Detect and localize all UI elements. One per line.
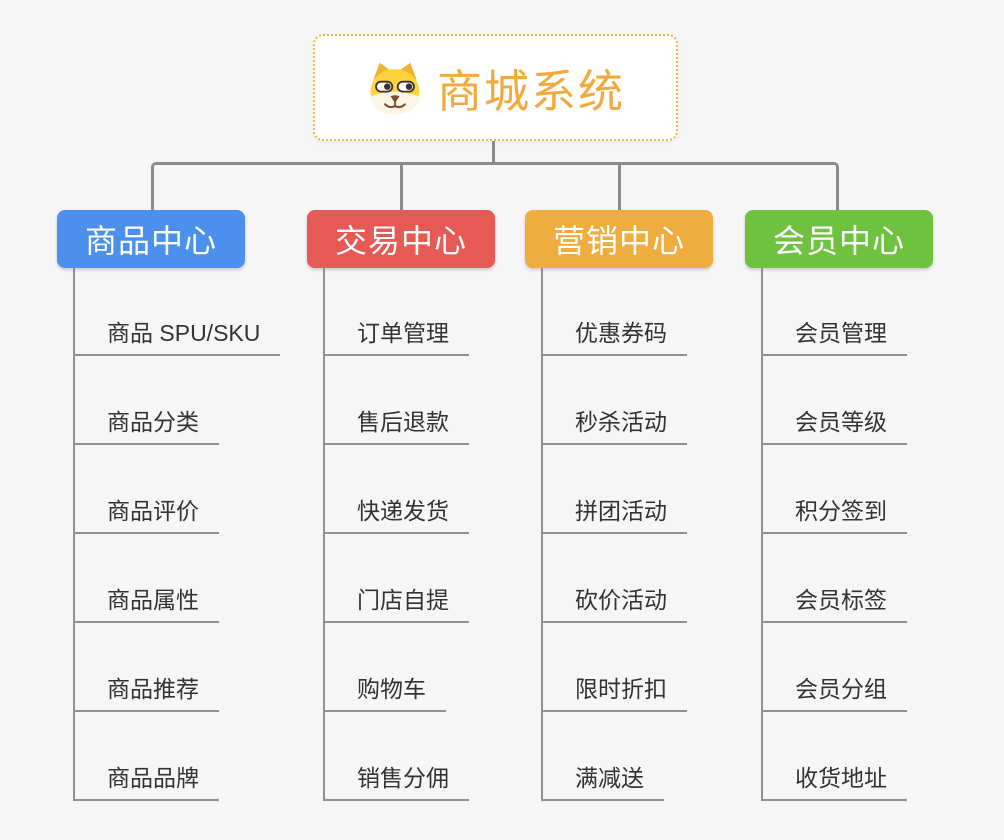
branch-connector-frame [151,162,839,210]
trunk-line-product-center [73,268,75,801]
root-title: 商城系统 [436,66,625,117]
leaf-node-member-center-5[interactable]: 收货地址 [761,759,907,801]
leaf-node-member-center-3[interactable]: 会员标签 [761,581,907,623]
leaf-node-product-center-4[interactable]: 商品推荐 [73,670,219,712]
leaf-node-trade-center-2[interactable]: 快递发货 [323,492,469,534]
leaf-node-member-center-4[interactable]: 会员分组 [761,670,907,712]
leaf-node-trade-center-1[interactable]: 售后退款 [323,403,469,445]
root-connector-line [492,141,495,163]
leaf-node-marketing-center-5[interactable]: 满减送 [541,759,664,801]
leaf-node-product-center-2[interactable]: 商品评价 [73,492,219,534]
trunk-line-trade-center [323,268,325,801]
branch-connector-drop [618,162,621,210]
root-node[interactable]: 商城系统 [313,34,678,141]
branch-header-member-center[interactable]: 会员中心 [745,210,933,268]
leaf-node-trade-center-3[interactable]: 门店自提 [323,581,469,623]
leaf-node-member-center-1[interactable]: 会员等级 [761,403,907,445]
leaf-node-marketing-center-0[interactable]: 优惠券码 [541,314,687,356]
leaf-node-product-center-0[interactable]: 商品 SPU/SKU [73,314,281,356]
leaf-node-member-center-0[interactable]: 会员管理 [761,314,907,356]
leaf-node-product-center-1[interactable]: 商品分类 [73,403,219,445]
leaf-node-trade-center-4[interactable]: 购物车 [323,670,446,712]
dog-icon [366,60,424,116]
branch-connector-drop [400,162,403,210]
trunk-line-marketing-center [541,268,543,801]
leaf-node-marketing-center-4[interactable]: 限时折扣 [541,670,687,712]
leaf-node-member-center-2[interactable]: 积分签到 [761,492,907,534]
branch-header-product-center[interactable]: 商品中心 [57,210,245,268]
leaf-node-marketing-center-1[interactable]: 秒杀活动 [541,403,687,445]
leaf-node-trade-center-5[interactable]: 销售分佣 [323,759,469,801]
trunk-line-member-center [761,268,763,801]
leaf-node-product-center-5[interactable]: 商品品牌 [73,759,219,801]
branch-header-marketing-center[interactable]: 营销中心 [525,210,713,268]
leaf-node-marketing-center-3[interactable]: 砍价活动 [541,581,687,623]
leaf-node-marketing-center-2[interactable]: 拼团活动 [541,492,687,534]
branch-header-trade-center[interactable]: 交易中心 [307,210,495,268]
leaf-node-product-center-3[interactable]: 商品属性 [73,581,219,623]
leaf-node-trade-center-0[interactable]: 订单管理 [323,314,469,356]
